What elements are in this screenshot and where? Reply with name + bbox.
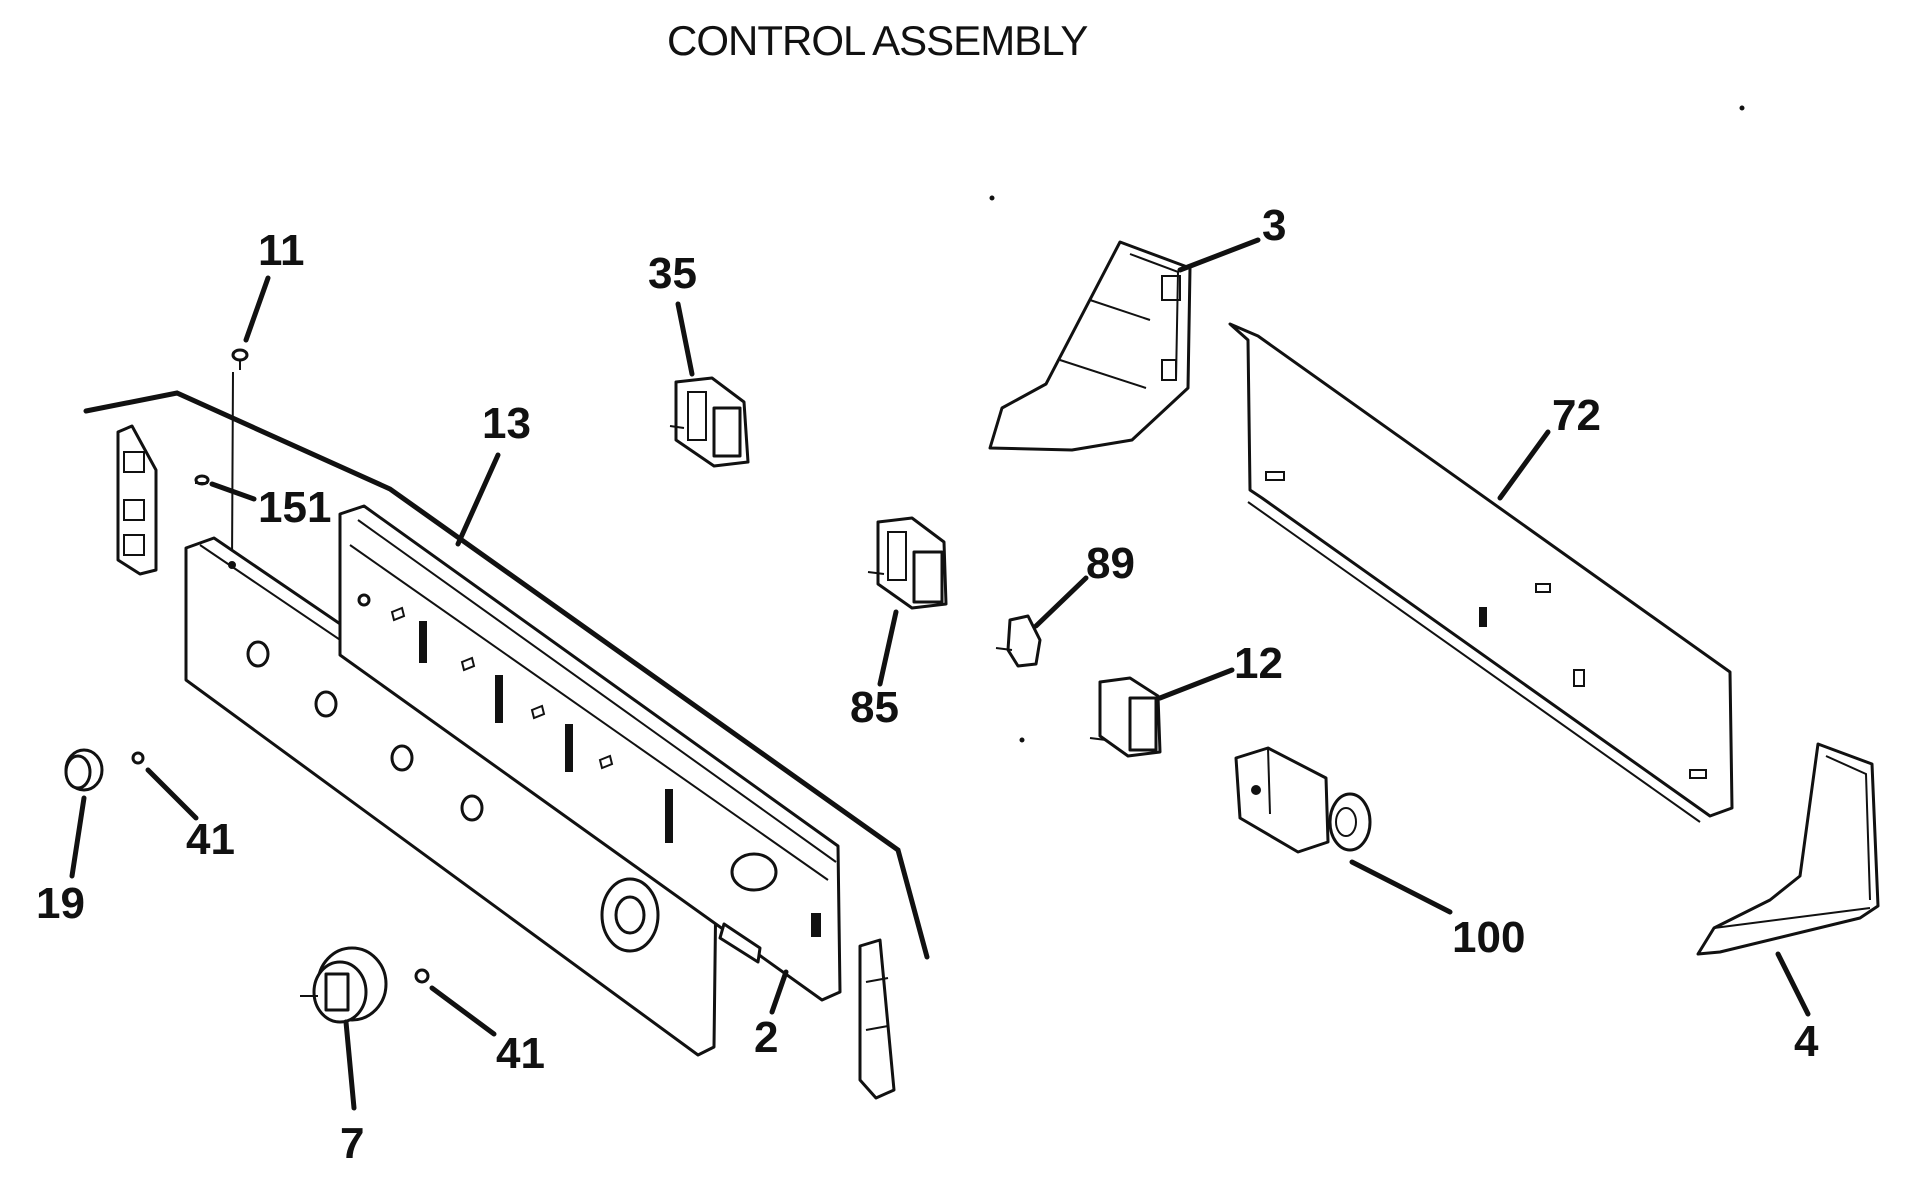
leader-3 <box>1177 237 1261 273</box>
leader-19 <box>69 795 87 879</box>
callout-100: 100 <box>1452 913 1525 962</box>
part-19-knob <box>64 748 104 792</box>
part-72-back-plate <box>1228 322 1734 823</box>
part-11-screw <box>231 348 249 566</box>
scan-speck <box>989 195 995 201</box>
part-41-clip-upper <box>131 751 145 765</box>
part-7-knob <box>300 946 388 1024</box>
callout-35: 35 <box>648 249 697 298</box>
leader-2 <box>769 969 789 1015</box>
callout-2: 2 <box>754 1013 778 1062</box>
part-12-switch <box>1089 676 1162 758</box>
leader-41-lower <box>429 985 497 1037</box>
leader-13 <box>455 452 501 547</box>
part-4-side-bracket <box>1696 742 1880 956</box>
leader-100 <box>1349 859 1453 915</box>
scan-speck <box>1019 737 1025 743</box>
part-89-clip <box>995 614 1042 668</box>
leader-35 <box>675 301 695 377</box>
leader-4 <box>1775 951 1811 1017</box>
leader-151 <box>209 481 257 502</box>
scan-speck <box>1739 105 1745 111</box>
part-3-side-bracket <box>988 240 1192 452</box>
callout-41-lower: 41 <box>496 1029 545 1078</box>
callout-85: 85 <box>850 683 899 732</box>
callout-41-upper: 41 <box>186 815 235 864</box>
callout-3: 3 <box>1262 201 1286 250</box>
callout-11: 11 <box>258 226 305 275</box>
callout-12: 12 <box>1234 639 1283 688</box>
callout-72: 72 <box>1552 391 1601 440</box>
leader-85 <box>877 609 899 687</box>
callout-13: 13 <box>482 399 531 448</box>
leader-11 <box>243 275 271 343</box>
leader-72 <box>1497 429 1551 501</box>
part-151-screw <box>194 474 210 486</box>
cabinet-outline <box>83 390 930 960</box>
part-41-clip-lower <box>414 968 430 984</box>
leader-12 <box>1157 667 1235 701</box>
callout-151: 151 <box>258 483 331 532</box>
part-85-switch <box>867 516 948 610</box>
right-end-cap <box>858 938 896 1100</box>
leader-7 <box>343 1019 357 1111</box>
callout-89: 89 <box>1086 539 1135 588</box>
leader-41-upper <box>145 767 199 821</box>
leader-89 <box>1033 575 1089 629</box>
part-100-timer <box>1234 746 1372 854</box>
part-35-switch <box>669 376 750 468</box>
callout-19: 19 <box>36 879 85 928</box>
part-13-rear-panel <box>338 504 842 1002</box>
callout-4: 4 <box>1794 1017 1819 1066</box>
left-end-cap <box>116 424 158 576</box>
part-2-bracket <box>718 922 762 964</box>
callout-7: 7 <box>340 1119 364 1168</box>
diagram-title: CONTROL ASSEMBLY <box>667 17 1088 64</box>
